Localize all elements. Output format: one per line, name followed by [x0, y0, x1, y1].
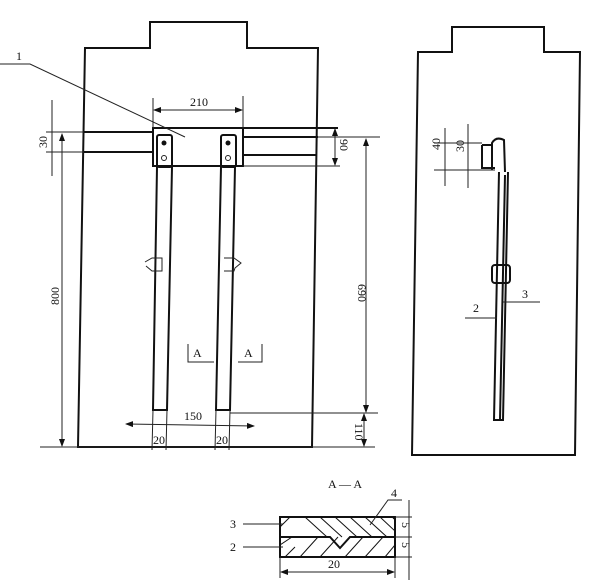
section-label-3: 3: [230, 517, 236, 531]
bolt-hole: [225, 155, 231, 161]
dim-30: 30: [36, 136, 50, 148]
dim-210: 210: [190, 95, 208, 109]
right-clip: [224, 257, 242, 272]
section-joint: [280, 536, 395, 550]
dim-30-side: 30: [453, 140, 467, 152]
dim-110: 110: [352, 423, 366, 441]
left-bracket: [156, 134, 173, 168]
leader-1: [0, 63, 186, 138]
dim-150: 150: [184, 409, 202, 423]
section-hatching: [280, 517, 395, 557]
left-clip: [144, 257, 163, 272]
section-mark-a-right: A: [244, 346, 253, 360]
section-label-4: 4: [391, 486, 397, 500]
dim-20-left: 20: [153, 433, 165, 447]
side-clamp: [491, 264, 511, 284]
left-bar: [151, 166, 173, 411]
dim-690: 690: [355, 284, 369, 302]
side-bar: [492, 171, 509, 421]
side-view: 40 30 2 3: [410, 26, 582, 456]
dim-90: 90: [337, 139, 351, 151]
dim-800: 800: [48, 287, 62, 305]
label-3: 3: [522, 287, 528, 301]
section-label-2: 2: [230, 540, 236, 554]
left-rail: [83, 131, 153, 153]
dim-40: 40: [429, 138, 443, 150]
front-view: 1 210 30 800 90 690 110 150 20 20 A A: [0, 21, 380, 451]
dim-5-top: 5: [399, 522, 413, 528]
dim-20-right: 20: [216, 433, 228, 447]
section-title: A — A: [328, 477, 362, 491]
bolt-hole: [161, 140, 167, 146]
part-label-1: 1: [16, 49, 22, 63]
hook: [481, 137, 506, 173]
right-rail: [243, 127, 338, 156]
center-plate: [152, 127, 244, 167]
bolt-hole: [225, 140, 231, 146]
section-a-a: A — A 3 2 4 5 5 20: [230, 477, 413, 580]
side-outline: [410, 26, 582, 456]
section-mark-a-left: A: [193, 346, 202, 360]
right-bracket: [220, 134, 237, 168]
dim-20-section: 20: [328, 557, 340, 571]
dim-5-bottom: 5: [399, 542, 413, 548]
front-outline: [76, 21, 320, 448]
bolt-hole: [161, 155, 167, 161]
right-bar: [214, 166, 236, 411]
label-2: 2: [473, 301, 479, 315]
